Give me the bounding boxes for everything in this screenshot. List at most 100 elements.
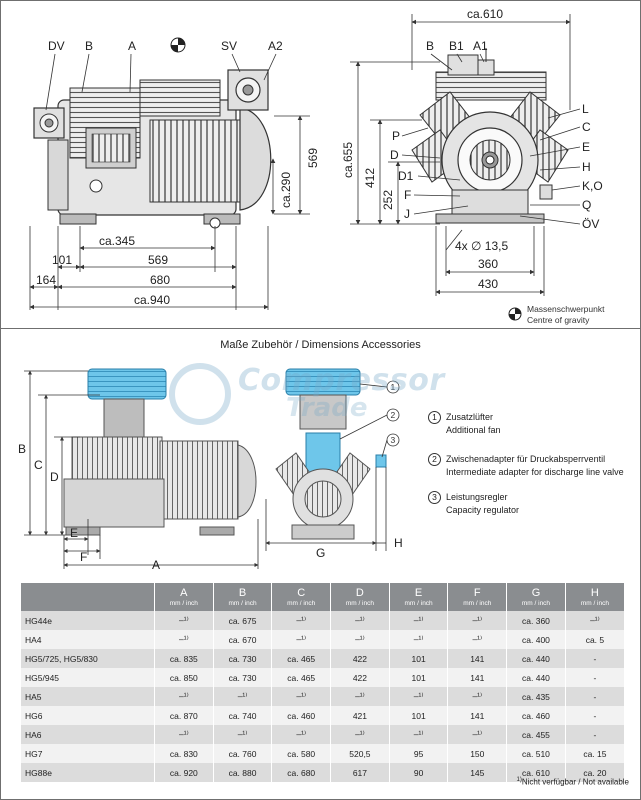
model-cell: HA4 (20, 630, 155, 649)
value-cell: 141 (447, 649, 507, 668)
value-cell: ca. 730 (212, 649, 272, 668)
value-cell: - (564, 668, 624, 687)
gravity-symbol-icon (508, 307, 522, 321)
value-cell: ca. 440 (506, 668, 566, 687)
value-cell: ca. 465 (271, 649, 331, 668)
dim-164: 164 (36, 273, 56, 287)
value-cell: 422 (330, 649, 390, 668)
dim-360: 360 (478, 257, 498, 271)
value-cell: 145 (447, 763, 507, 782)
header-unit: mm / inch (521, 599, 551, 607)
value-cell: –¹⁾ (447, 611, 507, 630)
value-cell: 141 (447, 706, 507, 725)
accessories-section: Maße Zubehör / Dimensions Accessories (0, 329, 641, 579)
value-cell: ca. 670 (212, 630, 272, 649)
value-cell: –¹⁾ (330, 611, 390, 630)
value-cell: ca. 510 (506, 744, 566, 763)
acc-dim-G: G (316, 546, 325, 560)
model-cell: HG6 (20, 706, 155, 725)
label-front-Q: Q (582, 198, 591, 212)
dim-412: 412 (363, 168, 377, 188)
model-cell: HA6 (20, 725, 155, 744)
value-cell: ca. 920 (154, 763, 214, 782)
dim-430: 430 (478, 277, 498, 291)
value-cell: –¹⁾ (154, 725, 214, 744)
value-cell: 101 (388, 668, 448, 687)
header-unit: mm / inch (463, 599, 492, 607)
compressor-views-svg: DV B A SV A2 (29, 7, 605, 325)
legend-3-en: Capacity regulator (446, 505, 520, 515)
table-row: HG44e–¹⁾ca. 675–¹⁾–¹⁾–¹⁾–¹⁾ca. 360–¹⁾ (20, 611, 624, 630)
model-cell: HG44e (20, 611, 155, 630)
accessory-side-view (63, 368, 257, 536)
value-cell: ca. 680 (271, 763, 331, 782)
value-cell: ca. 610 (506, 763, 566, 782)
value-cell: 101 (388, 706, 448, 725)
callout-2: 2 (391, 410, 396, 420)
acc-dim-A: A (152, 558, 160, 572)
value-cell: ca. 15 (564, 744, 624, 763)
value-cell: –¹⁾ (212, 687, 272, 706)
table-body: HG44e–¹⁾ca. 675–¹⁾–¹⁾–¹⁾–¹⁾ca. 360–¹⁾HA4… (20, 611, 624, 782)
value-cell: –¹⁾ (271, 611, 331, 630)
value-cell: –¹⁾ (330, 687, 390, 706)
value-cell: ca. 580 (271, 744, 331, 763)
value-cell: - (564, 706, 624, 725)
label-front-P: P (392, 129, 400, 143)
value-cell: –¹⁾ (447, 630, 507, 649)
value-cell: ca. 455 (506, 725, 566, 744)
value-cell: ca. 5 (564, 630, 624, 649)
value-cell: ca. 360 (506, 611, 566, 630)
label-front-F: F (404, 188, 411, 202)
label-B: B (85, 39, 93, 53)
legend-num-2: 2 (428, 453, 441, 466)
value-cell: 141 (447, 668, 507, 687)
label-front-B: B (426, 39, 434, 53)
watermark-line1: Compressor (238, 363, 445, 398)
label-front-D1: D1 (398, 169, 414, 183)
value-cell: –¹⁾ (154, 611, 214, 630)
watermark-line2: Trade (286, 393, 368, 423)
value-cell: ca. 730 (212, 668, 272, 687)
dim-940: ca.940 (134, 293, 170, 307)
footnote-text: Nicht verfügbar / Not available (521, 777, 629, 787)
footnote: 1)Nicht verfügbar / Not available (516, 777, 629, 787)
label-DV: DV (48, 39, 65, 53)
header-unit: mm / inch (404, 599, 433, 607)
value-cell: - (564, 725, 624, 744)
header-unit: mm / inch (580, 599, 609, 607)
acc-dim-D: D (50, 470, 59, 484)
header-letter: E (414, 586, 423, 599)
value-cell: 101 (388, 649, 448, 668)
value-cell: ca. 435 (506, 687, 566, 706)
front-view (411, 48, 569, 224)
header-letter: C (297, 586, 306, 599)
dim-569-vertical: 569 (306, 148, 320, 168)
value-cell: ca. 440 (506, 649, 566, 668)
value-cell: ca. 20 (564, 763, 624, 782)
accessory-front-view (275, 368, 387, 540)
acc-dim-C: C (34, 458, 43, 472)
value-cell: - (564, 687, 624, 706)
header-unit: mm / inch (228, 599, 257, 607)
gravity-legend-en: Centre of gravity (527, 315, 590, 325)
value-cell: –¹⁾ (564, 611, 624, 630)
label-A: A (128, 39, 136, 53)
value-cell: ca. 870 (154, 706, 214, 725)
accessories-drawing-svg: 1 2 3 B C D E F A (18, 363, 403, 572)
label-front-E: E (582, 140, 590, 154)
label-front-B1: B1 (449, 39, 464, 53)
accessories-title: Maße Zubehör / Dimensions Accessories (220, 339, 421, 351)
